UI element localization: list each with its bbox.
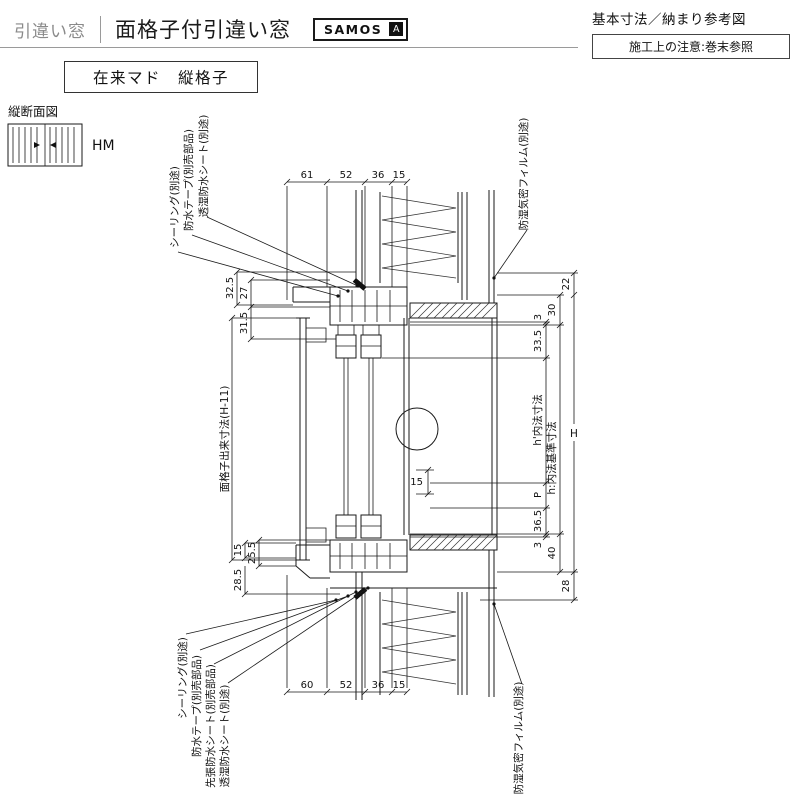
header-divider bbox=[100, 15, 101, 43]
dim-top-1: 61 bbox=[301, 170, 314, 181]
wall-section-bottom bbox=[355, 550, 495, 700]
dim-right-3-bottom: 3 bbox=[533, 542, 544, 548]
dim-right-36-5: 36.5 bbox=[533, 510, 544, 532]
dim-right-33-5: 33.5 bbox=[533, 330, 544, 352]
dim-mid-15: 15 bbox=[410, 466, 434, 498]
dim-top-3: 36 bbox=[372, 170, 385, 181]
dim-bottom-2: 52 bbox=[340, 680, 353, 691]
wall-section-top bbox=[355, 190, 495, 303]
brand-name: SAMOS bbox=[324, 21, 383, 37]
caution-note: 施工上の注意:巻末参照 bbox=[592, 34, 790, 59]
dim-right-30: 30 bbox=[547, 304, 558, 317]
anno-top-waterproof-tape: 防水テープ(別売部品) bbox=[182, 129, 195, 231]
dim-left-15: 15 bbox=[233, 544, 244, 557]
anno-top-vapor-film: 防湿気密フィルム(別途) bbox=[517, 118, 530, 231]
dim-right-40: 40 bbox=[547, 547, 558, 560]
head-frame bbox=[292, 277, 408, 335]
window-category-label: 引違い窓 bbox=[14, 21, 86, 42]
dim-left-28-5: 28.5 bbox=[233, 569, 244, 591]
view-label: 縦断面図 bbox=[8, 104, 58, 119]
header: 引違い窓 面格子付引違い窓 SAMOS A bbox=[14, 14, 409, 44]
dim-left-32-5: 32.5 bbox=[225, 277, 236, 299]
head-fastener-icon bbox=[352, 277, 367, 291]
dim-base-height-label: h:内法基準寸法 bbox=[545, 421, 558, 494]
dim-col-left: 32.5 27 31.5 面格子出来寸法(H-11) 15 25.5 28.5 bbox=[218, 268, 356, 598]
window-thumbnail-icon bbox=[7, 123, 83, 167]
anno-bottom-breathable-sheet: 透湿防水シート(別途) bbox=[218, 685, 231, 788]
icon-code-label: HM bbox=[92, 138, 115, 154]
brand-badge-icon: A bbox=[389, 22, 404, 36]
annotation-leaders bbox=[177, 216, 528, 685]
slide-arrow-left-icon bbox=[34, 142, 40, 148]
anno-bottom-vapor-film: 防湿気密フィルム(別途) bbox=[512, 682, 525, 795]
face-grille bbox=[296, 317, 327, 561]
header-right: 基本寸法／納まり参考図 施工上の注意:巻末参照 bbox=[592, 8, 790, 59]
dim-top-2: 52 bbox=[340, 170, 353, 181]
page-title: 面格子付引違い窓 bbox=[115, 18, 291, 42]
interior-reveal-lines bbox=[403, 318, 498, 535]
dim-left-27: 27 bbox=[239, 287, 250, 300]
header-rule bbox=[0, 47, 578, 48]
dim-right-3-top: 3 bbox=[533, 314, 544, 320]
dim-top-4: 15 bbox=[393, 170, 406, 181]
dim-left-25-5: 25.5 bbox=[247, 542, 258, 564]
slide-arrow-right-icon bbox=[50, 142, 56, 148]
reference-title: 基本寸法／納まり参考図 bbox=[592, 12, 746, 28]
dim-col-right: 3 33.5 h'内法寸法 P 36.5 3 30 h:内法基準寸法 40 22… bbox=[382, 269, 582, 604]
dim-bottom-1: 60 bbox=[301, 680, 314, 691]
anno-bottom-pre-waterproof-sheet: 先張防水シート(別売部品) bbox=[204, 664, 217, 788]
sill-block bbox=[409, 534, 498, 551]
brand-logo: SAMOS A bbox=[313, 17, 409, 41]
window-type-box: 在来マド 縦格子 bbox=[64, 61, 259, 93]
dim-row-top: 61 52 36 15 bbox=[283, 170, 411, 300]
dim-inner-height-label: h'内法寸法 bbox=[531, 394, 544, 446]
dim-bottom-3: 36 bbox=[372, 680, 385, 691]
dim-bottom-4: 15 bbox=[393, 680, 406, 691]
dim-row-bottom: 60 52 36 15 bbox=[283, 575, 411, 696]
anno-bottom-sealing: シーリング(別途) bbox=[176, 637, 189, 719]
dim-H-mask bbox=[566, 424, 582, 441]
sash-and-glass bbox=[335, 334, 439, 539]
dim-left-31-5: 31.5 bbox=[239, 312, 250, 334]
dim-overall-H: H bbox=[570, 428, 578, 440]
dim-right-22: 22 bbox=[561, 278, 572, 291]
lock-detail-circle bbox=[395, 407, 439, 451]
lintel-block bbox=[409, 302, 498, 319]
anno-bottom-waterproof-tape: 防水テープ(別売部品) bbox=[190, 655, 203, 757]
anno-top-sealing: シーリング(別途) bbox=[168, 166, 181, 248]
dim-grille-height-label: 面格子出来寸法(H-11) bbox=[218, 386, 231, 493]
anno-top-breathable-sheet: 透湿防水シート(別途) bbox=[197, 115, 210, 218]
dim-right-P: P bbox=[533, 492, 544, 498]
dim-right-28: 28 bbox=[561, 580, 572, 593]
dim-mid-15-label: 15 bbox=[410, 477, 423, 488]
